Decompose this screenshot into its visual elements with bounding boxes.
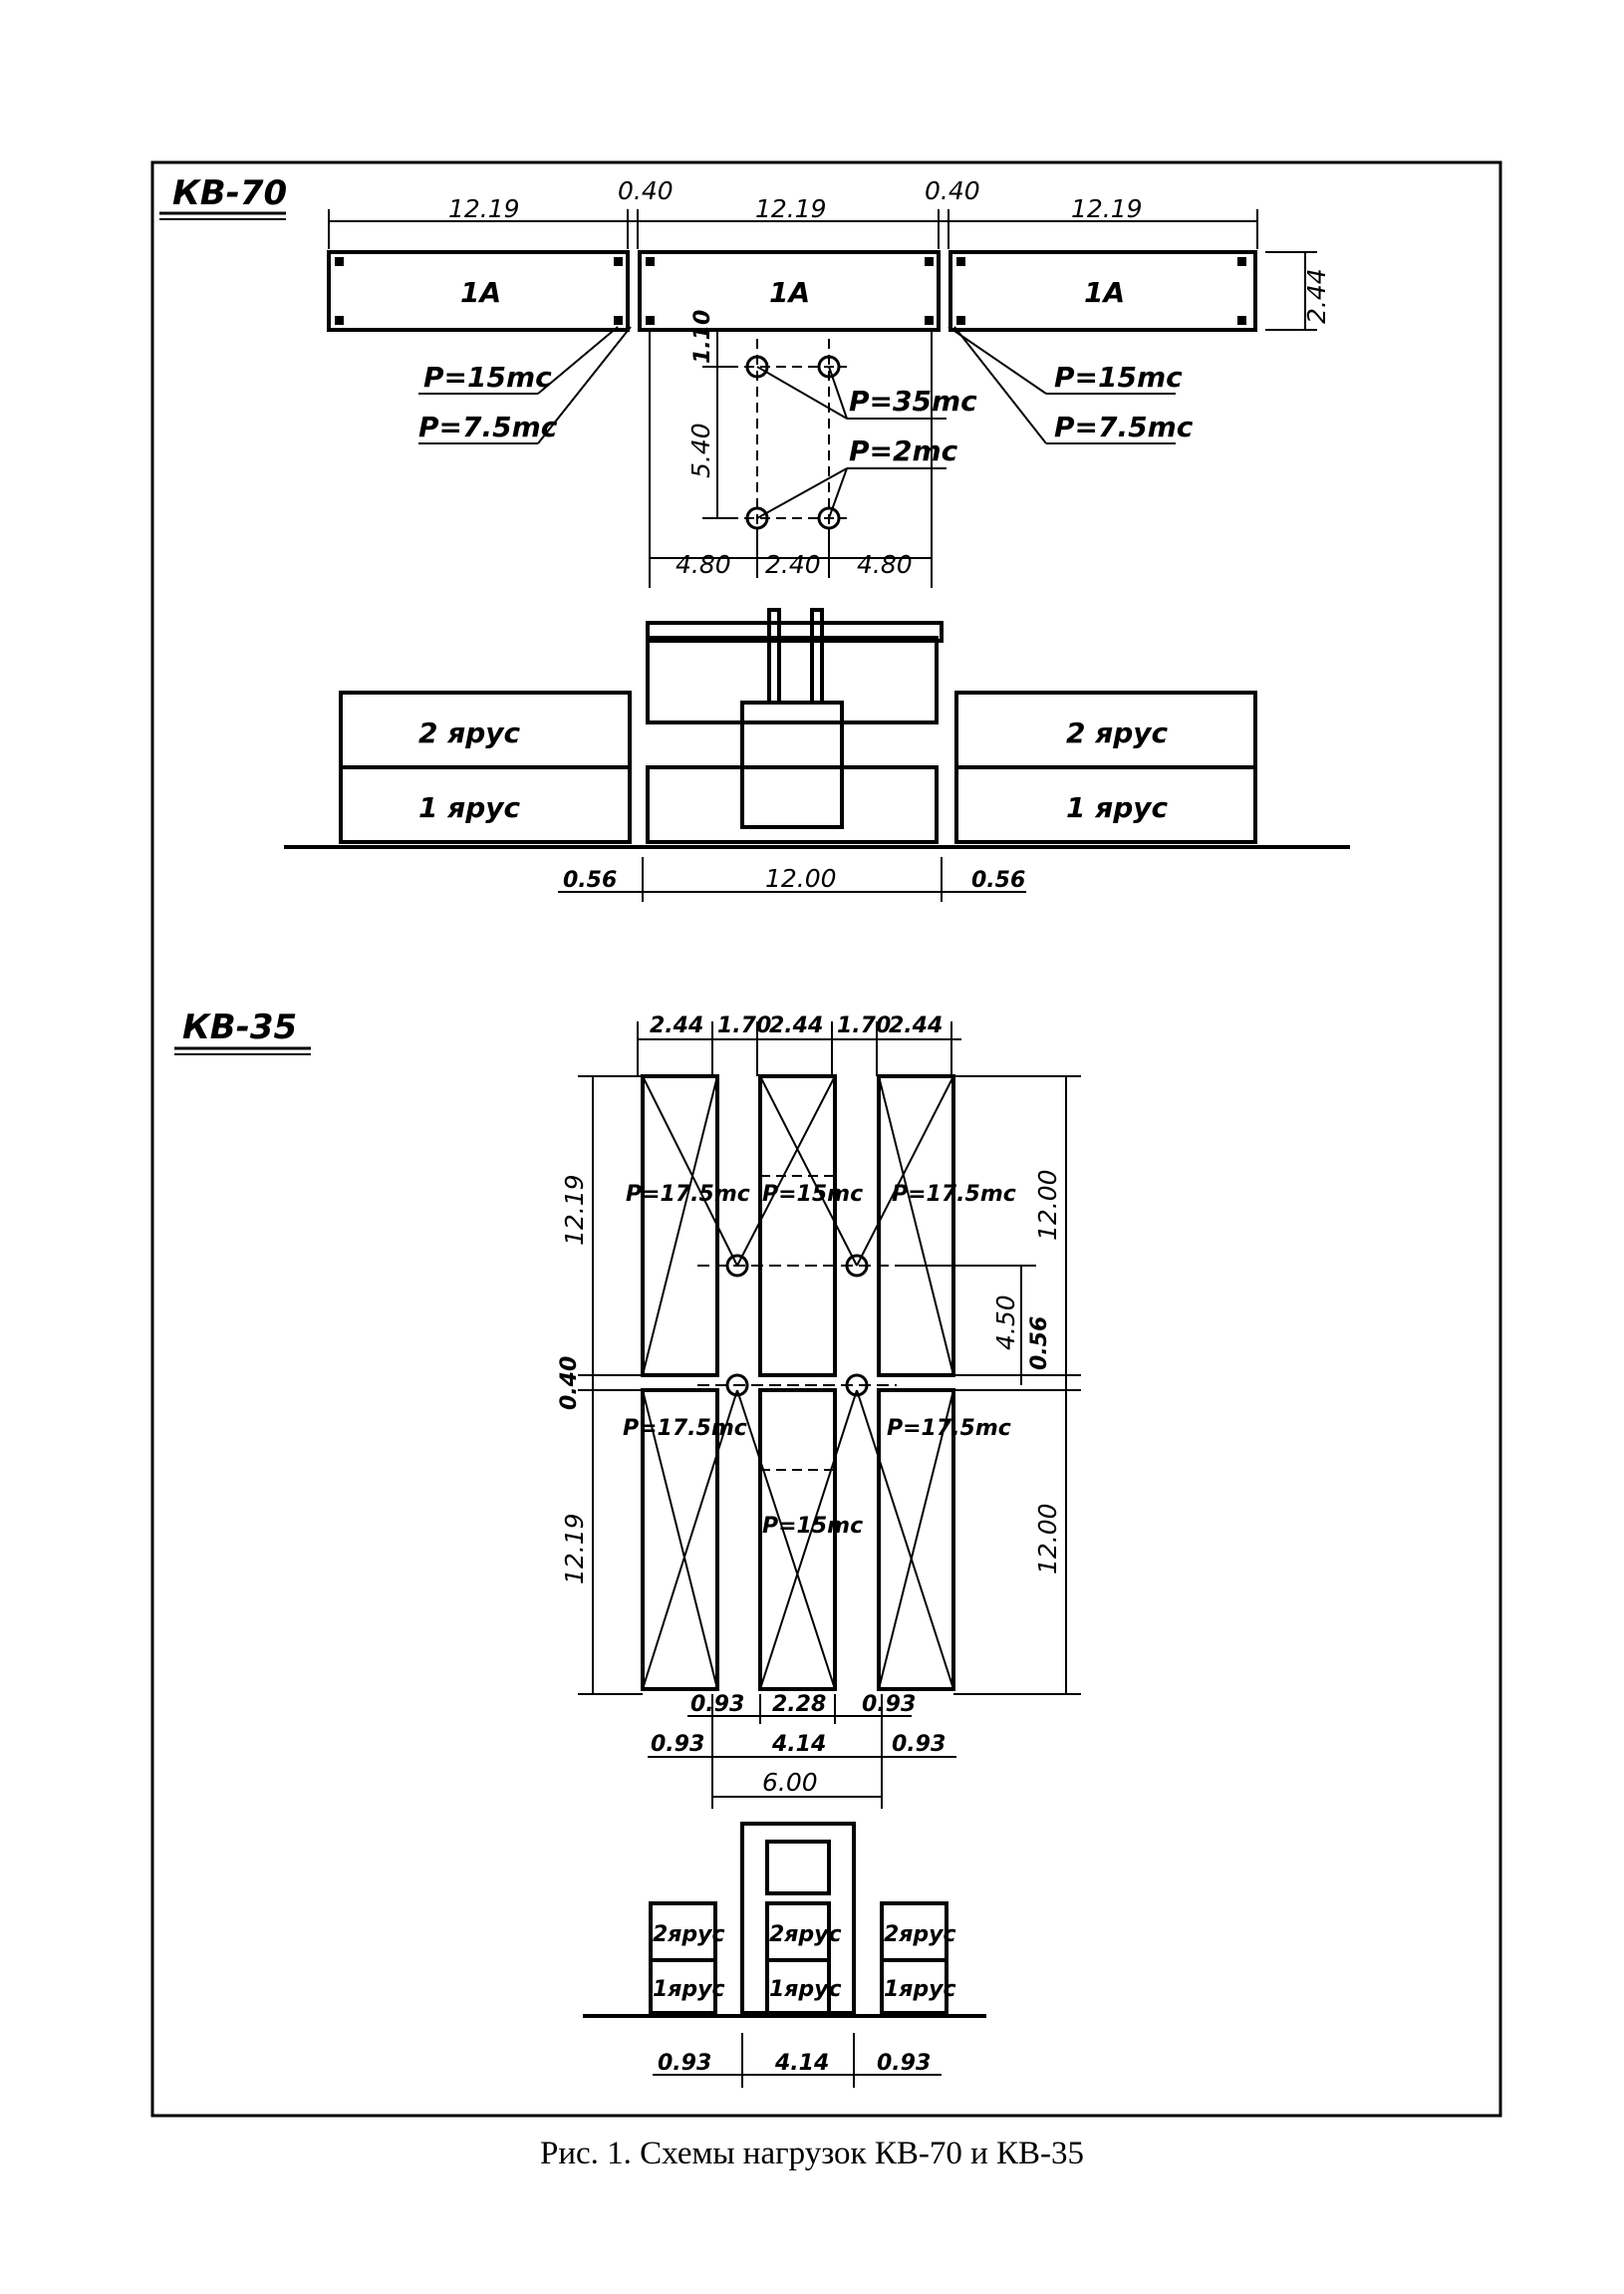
kv35-dim-left-len-1: 12.19 [560, 1174, 589, 1246]
kv70-dim-crane-clear: 12.00 [765, 864, 837, 893]
kv35-dim-bot-a: 0.93 [690, 1692, 744, 1717]
kv70-dim-length-3: 12.19 [1071, 194, 1143, 223]
kv35-dim-top-w1: 2.44 [650, 1013, 703, 1038]
kv35-dim-top-w2: 2.44 [769, 1013, 823, 1038]
kv70-tier-2-left: 2 ярус [418, 717, 521, 749]
kv35-dim-top-g1: 1.70 [717, 1013, 771, 1038]
kv35-tier-1-left: 1ярус [653, 1977, 725, 2002]
kv70-dim-side-right: 0.56 [971, 868, 1025, 893]
kv35-dim-bot-c: 0.93 [862, 1692, 916, 1717]
kv35-tier-2-mid: 2ярус [769, 1922, 842, 1947]
drawing-frame [150, 160, 1502, 2118]
kv70-load-wheel-bottom: P=2mc [849, 434, 958, 467]
kv35-load-lower-mid: P=15mc [762, 1514, 863, 1539]
kv35-dim-elev-right: 0.93 [877, 2051, 931, 2076]
kv70-dim-crane-span-right: 4.80 [857, 550, 913, 579]
kv35-tier-2-left: 2ярус [653, 1922, 725, 1947]
kv35-dim-left-len-2: 12.19 [560, 1513, 589, 1584]
kv35-load-upper-mid: P=15mc [762, 1182, 863, 1207]
kv70-tier-1-left: 1 ярус [418, 791, 521, 824]
kv35-dim-bot-b: 2.28 [772, 1692, 826, 1717]
kv70-dim-crane-track: 2.40 [765, 550, 821, 579]
kv70-container: 1А [327, 250, 630, 332]
kv70-dim-crane-base: 5.40 [686, 423, 715, 478]
kv35-tier-1-mid: 1ярус [769, 1977, 842, 2002]
kv35-load-upper-right: P=17.5mc [892, 1182, 1016, 1207]
kv70-tier-2-right: 2 ярус [1066, 717, 1169, 749]
kv70-elevation [284, 608, 1350, 849]
kv70-container-label: 1А [769, 276, 810, 309]
kv70-load-corner-right-1: P=15mc [1054, 361, 1183, 394]
kv70-container-label: 1А [1084, 276, 1125, 309]
kv70-load-corner-left-1: P=15mc [423, 361, 552, 394]
kv70-dim-gap-2: 0.40 [925, 176, 980, 205]
kv35-dim-bot-span: 6.00 [762, 1768, 818, 1797]
kv35-containers [641, 1074, 955, 1691]
kv35-dim-right-gap: 0.56 [1027, 1316, 1052, 1370]
kv35-load-upper-left: P=17.5mc [626, 1182, 750, 1207]
kv35-dim-left-gap: 0.40 [557, 1356, 582, 1410]
kv35-dim-bot-f: 0.93 [892, 1732, 946, 1757]
kv70-dim-length-1: 12.19 [448, 194, 520, 223]
kv35-elevation [583, 1822, 986, 2018]
kv35-dim-bot-d: 0.93 [651, 1732, 704, 1757]
kv35-load-lower-right: P=17.5mc [887, 1416, 1011, 1441]
kv70-section: КВ-70 12.19 0.40 12.19 0.40 12.19 1А [159, 173, 1350, 902]
kv70-dim-width: 2.44 [1302, 268, 1331, 324]
kv35-dim-right-len-2: 12.00 [1033, 1503, 1062, 1575]
figure-caption: Рис. 1. Схемы нагрузок КВ-70 и КВ-35 [539, 2136, 1084, 2171]
kv70-dim-crane-offset: 1.10 [690, 310, 715, 364]
kv70-container: 1А [638, 250, 941, 332]
kv35-dim-elev-mid: 4.14 [774, 2051, 829, 2076]
kv35-dim-right-len-1: 12.00 [1033, 1169, 1062, 1241]
kv35-dim-top-w3: 2.44 [889, 1013, 943, 1038]
kv35-title: КВ-35 [182, 1007, 297, 1047]
kv70-dim-gap-1: 0.40 [618, 176, 674, 205]
kv70-load-corner-right-2: P=7.5mc [1054, 411, 1194, 443]
kv70-load-corner-left-2: P=7.5mc [418, 411, 558, 443]
kv70-container: 1А [948, 250, 1257, 332]
kv70-container-label: 1А [460, 276, 501, 309]
kv35-tier-2-right: 2ярус [884, 1922, 956, 1947]
kv35-dim-top-g2: 1.70 [837, 1013, 891, 1038]
kv70-dim-side-left: 0.56 [563, 868, 617, 893]
kv70-dim-length-2: 12.19 [755, 194, 827, 223]
kv35-section: КВ-35 2.44 1.70 2.44 1.70 2.44 [174, 1007, 1081, 2088]
kv70-dim-crane-span-left: 4.80 [676, 550, 731, 579]
kv70-tier-1-right: 1 ярус [1066, 791, 1169, 824]
kv35-dim-right-base: 4.50 [991, 1294, 1020, 1350]
kv70-load-wheel-top: P=35mc [849, 385, 977, 418]
kv70-title: КВ-70 [172, 173, 287, 213]
kv35-dim-elev-left: 0.93 [658, 2051, 711, 2076]
kv35-load-lower-left: P=17.5mc [623, 1416, 747, 1441]
kv35-tier-1-right: 1ярус [884, 1977, 956, 2002]
kv35-dim-bot-e: 4.14 [771, 1732, 826, 1757]
